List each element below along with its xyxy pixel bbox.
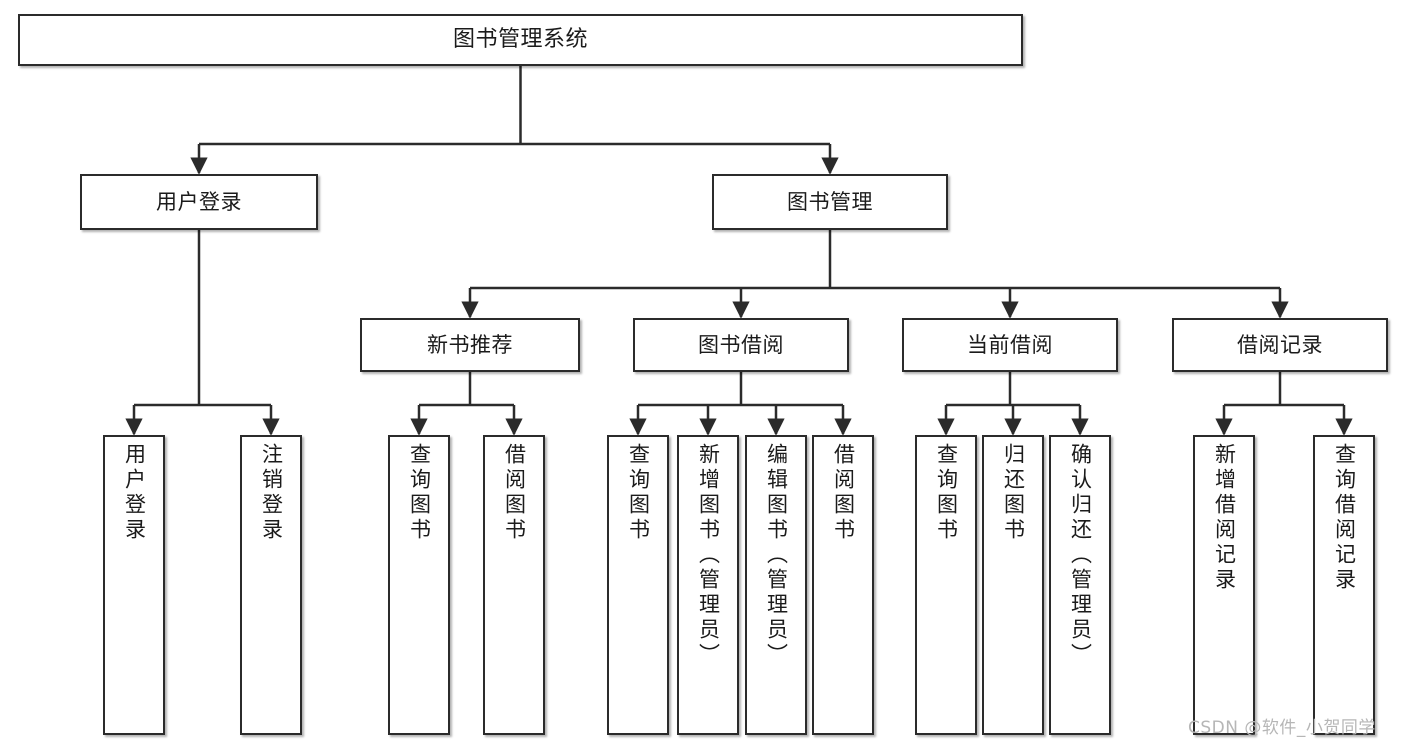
node-root[interactable]: 图书管理系统	[18, 14, 1023, 66]
node-l-qbook2[interactable]: 查询图书	[607, 435, 669, 735]
node-l-confirm[interactable]: 确认归还（管理员）	[1049, 435, 1111, 735]
node-label: 查询借阅记录	[1332, 443, 1357, 593]
node-label: 新增借阅记录	[1212, 443, 1237, 593]
node-label: 借阅图书	[831, 443, 856, 543]
watermark-text: CSDN @软件_小贺同学	[1188, 718, 1376, 738]
node-l-bbook2[interactable]: 借阅图书	[812, 435, 874, 735]
node-label: 确认归还（管理员）	[1068, 443, 1093, 668]
node-label: 用户登录	[122, 443, 147, 543]
node-label: 图书借阅	[698, 332, 784, 357]
node-l-return[interactable]: 归还图书	[982, 435, 1044, 735]
node-l-addbook[interactable]: 新增图书（管理员）	[677, 435, 739, 735]
node-label: 当前借阅	[967, 332, 1053, 357]
node-label: 新书推荐	[427, 332, 513, 357]
node-l-qrec[interactable]: 查询借阅记录	[1313, 435, 1375, 735]
node-records[interactable]: 借阅记录	[1172, 318, 1388, 372]
node-label: 查询图书	[934, 443, 959, 543]
node-label: 归还图书	[1001, 443, 1026, 543]
node-newbook[interactable]: 新书推荐	[360, 318, 580, 372]
node-label: 借阅图书	[502, 443, 527, 543]
node-l-bbook1[interactable]: 借阅图书	[483, 435, 545, 735]
node-label: 借阅记录	[1237, 332, 1323, 357]
node-l-editbook[interactable]: 编辑图书（管理员）	[745, 435, 807, 735]
node-label: 编辑图书（管理员）	[764, 443, 789, 668]
node-label: 图书管理	[787, 189, 873, 214]
node-l-qbook1[interactable]: 查询图书	[388, 435, 450, 735]
node-l-qbook3[interactable]: 查询图书	[915, 435, 977, 735]
node-label: 查询图书	[407, 443, 432, 543]
node-login[interactable]: 用户登录	[80, 174, 318, 230]
node-label: 查询图书	[626, 443, 651, 543]
node-label: 注销登录	[259, 443, 284, 543]
node-l-addrec[interactable]: 新增借阅记录	[1193, 435, 1255, 735]
node-l-login[interactable]: 用户登录	[103, 435, 165, 735]
node-label: 图书管理系统	[452, 27, 588, 53]
node-borrow[interactable]: 图书借阅	[633, 318, 849, 372]
node-bookmgmt[interactable]: 图书管理	[712, 174, 948, 230]
node-current[interactable]: 当前借阅	[902, 318, 1118, 372]
node-label: 用户登录	[156, 189, 242, 214]
node-label: 新增图书（管理员）	[696, 443, 721, 668]
node-l-logout[interactable]: 注销登录	[240, 435, 302, 735]
